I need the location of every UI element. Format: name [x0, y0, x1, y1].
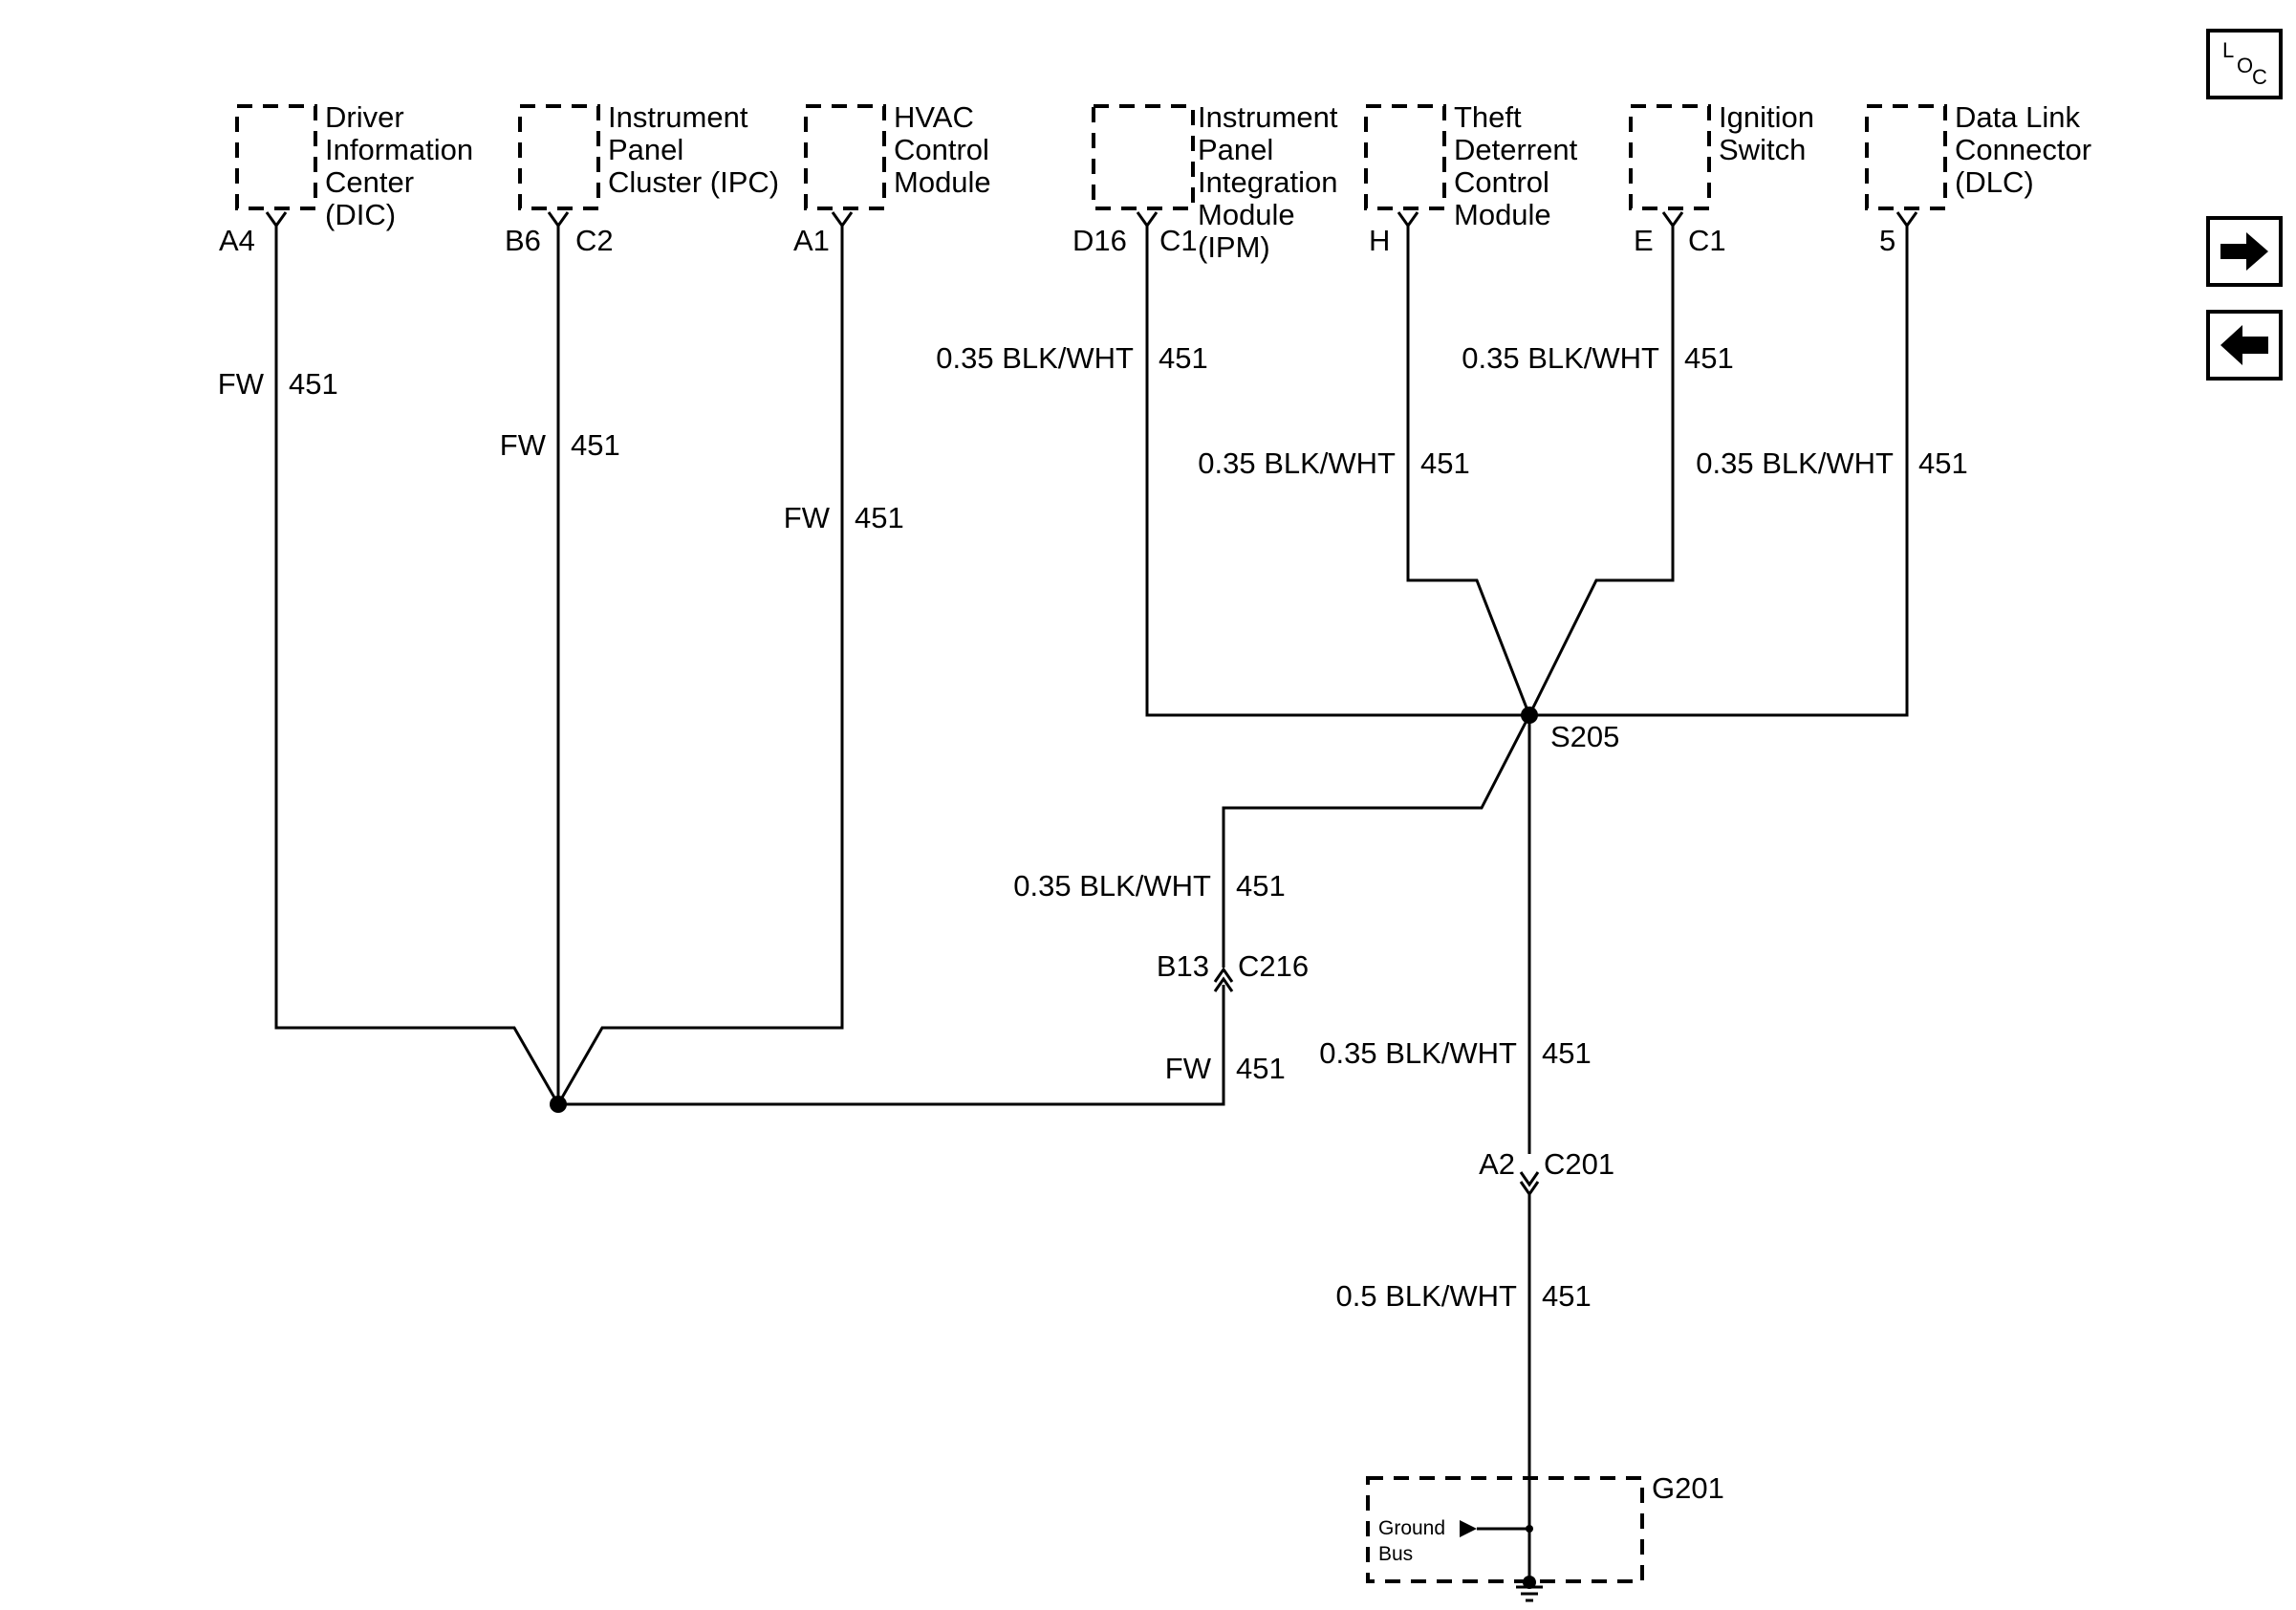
pin-label-ign: E	[1634, 224, 1654, 257]
tdcm-label-4: Module	[1454, 198, 1551, 231]
c201-name-label: C201	[1544, 1147, 1614, 1181]
pin-label-hvac: A1	[793, 224, 830, 257]
hvac-label-3: Module	[894, 165, 991, 199]
dic-label-3: Center	[325, 165, 414, 199]
ground-symbol-icon	[1516, 1585, 1543, 1602]
wire-circuit-c216-fw: 451	[1236, 1052, 1286, 1085]
connector-label-ign: C1	[1688, 224, 1726, 257]
wire-color-ign: 0.35 BLK/WHT	[1462, 341, 1659, 375]
wiring	[274, 233, 1909, 1587]
pin-symbols	[265, 211, 1918, 233]
ipm-label-5: (IPM)	[1198, 230, 1270, 264]
pin-label-dlc: 5	[1879, 224, 1895, 257]
component-dic[interactable]: Driver Information Center (DIC)	[235, 100, 473, 231]
component-tdcm[interactable]: Theft Deterrent Control Module	[1364, 100, 1578, 231]
wire-circuit-dlc: 451	[1918, 446, 1968, 480]
hvac-label-1: HVAC	[894, 100, 974, 134]
wire-circuit-ipm: 451	[1159, 341, 1208, 375]
back-button[interactable]	[2206, 310, 2283, 381]
tdcm-label-3: Control	[1454, 165, 1549, 199]
ground-g201[interactable]: G201 Ground Bus	[1366, 1471, 1724, 1602]
component-ignition-switch[interactable]: Ignition Switch	[1629, 100, 1814, 210]
connector-c216[interactable]: B13 C216	[1157, 949, 1309, 992]
wire-color-ipm: 0.35 BLK/WHT	[936, 341, 1134, 375]
wire-color-s205-down: 0.35 BLK/WHT	[1319, 1036, 1517, 1070]
wire-circuit-ign: 451	[1684, 341, 1734, 375]
pin-label-tdcm: H	[1369, 224, 1390, 257]
wire-color-dlc: 0.35 BLK/WHT	[1696, 446, 1894, 480]
ground-name-label: G201	[1652, 1471, 1724, 1505]
ipc-label-3: Cluster (IPC)	[608, 165, 779, 199]
ign-label-2: Switch	[1719, 133, 1806, 166]
dlc-label-3: (DLC)	[1955, 165, 2034, 199]
wire-color-c201-down: 0.5 BLK/WHT	[1336, 1279, 1518, 1313]
wire-circuit-c201-down: 451	[1542, 1279, 1592, 1313]
ipc-label-2: Panel	[608, 133, 683, 166]
wire-color-hvac: FW	[784, 501, 831, 534]
wire-circuit-s205-down: 451	[1542, 1036, 1592, 1070]
connector-label-ipm: C1	[1159, 224, 1198, 257]
dic-label-2: Information	[325, 133, 473, 166]
ign-label-1: Ignition	[1719, 100, 1814, 134]
pin-label-dic: A4	[219, 224, 255, 257]
connector-label-ipc: C2	[575, 224, 614, 257]
loc-letter-l: L	[2222, 38, 2234, 62]
c201-pin-label: A2	[1479, 1147, 1515, 1181]
loc-letter-c: C	[2252, 65, 2267, 89]
tdcm-label-1: Theft	[1454, 100, 1522, 134]
ipm-label-3: Integration	[1198, 165, 1338, 199]
dic-label-1: Driver	[325, 100, 404, 134]
splice-dot-left	[550, 1096, 567, 1113]
pin-label-ipm: D16	[1072, 224, 1127, 257]
dlc-label-2: Connector	[1955, 133, 2091, 166]
component-dlc[interactable]: Data Link Connector (DLC)	[1865, 100, 2091, 210]
connector-c201[interactable]: A2 C201	[1479, 1147, 1614, 1197]
wire-circuit-ipc: 451	[571, 428, 620, 462]
wire-circuit-dic: 451	[289, 367, 338, 401]
dic-label-4: (DIC)	[325, 198, 396, 231]
wire-circuit-hvac: 451	[855, 501, 904, 534]
component-ipm[interactable]: Instrument Panel Integration Module (IPM…	[1092, 100, 1338, 264]
wire-color-tdcm: 0.35 BLK/WHT	[1198, 446, 1396, 480]
ground-bus-arrow-icon	[1460, 1520, 1477, 1537]
left-arrow-icon	[2220, 325, 2268, 365]
wire-color-dic: FW	[218, 367, 265, 401]
wire-color-to-c216: 0.35 BLK/WHT	[1013, 869, 1211, 903]
loc-button[interactable]: L O C	[2206, 29, 2283, 99]
splice-label-s205: S205	[1550, 720, 1619, 753]
forward-button[interactable]	[2206, 216, 2283, 287]
ground-bus-label-2: Bus	[1378, 1543, 1413, 1565]
component-ipc[interactable]: Instrument Panel Cluster (IPC)	[518, 100, 779, 210]
ipm-label-2: Panel	[1198, 133, 1273, 166]
component-hvac[interactable]: HVAC Control Module	[804, 100, 991, 210]
ipm-label-1: Instrument	[1198, 100, 1338, 134]
right-arrow-icon	[2220, 232, 2268, 271]
pin-label-ipc: B6	[505, 224, 541, 257]
dlc-label-1: Data Link	[1955, 100, 2080, 134]
wire-circuit-tdcm: 451	[1420, 446, 1470, 480]
c216-name-label: C216	[1238, 949, 1309, 983]
wire-color-ipc: FW	[500, 428, 547, 462]
tdcm-label-2: Deterrent	[1454, 133, 1578, 166]
wire-color-c216-fw: FW	[1165, 1052, 1212, 1085]
loc-letter-o: O	[2237, 54, 2253, 77]
splice-dot-s205	[1521, 707, 1538, 724]
ipm-label-4: Module	[1198, 198, 1295, 231]
hvac-label-2: Control	[894, 133, 989, 166]
c216-pin-label: B13	[1157, 949, 1209, 983]
ground-bus-label-1: Ground	[1378, 1517, 1445, 1539]
wire-circuit-to-c216: 451	[1236, 869, 1286, 903]
ipc-label-1: Instrument	[608, 100, 748, 134]
